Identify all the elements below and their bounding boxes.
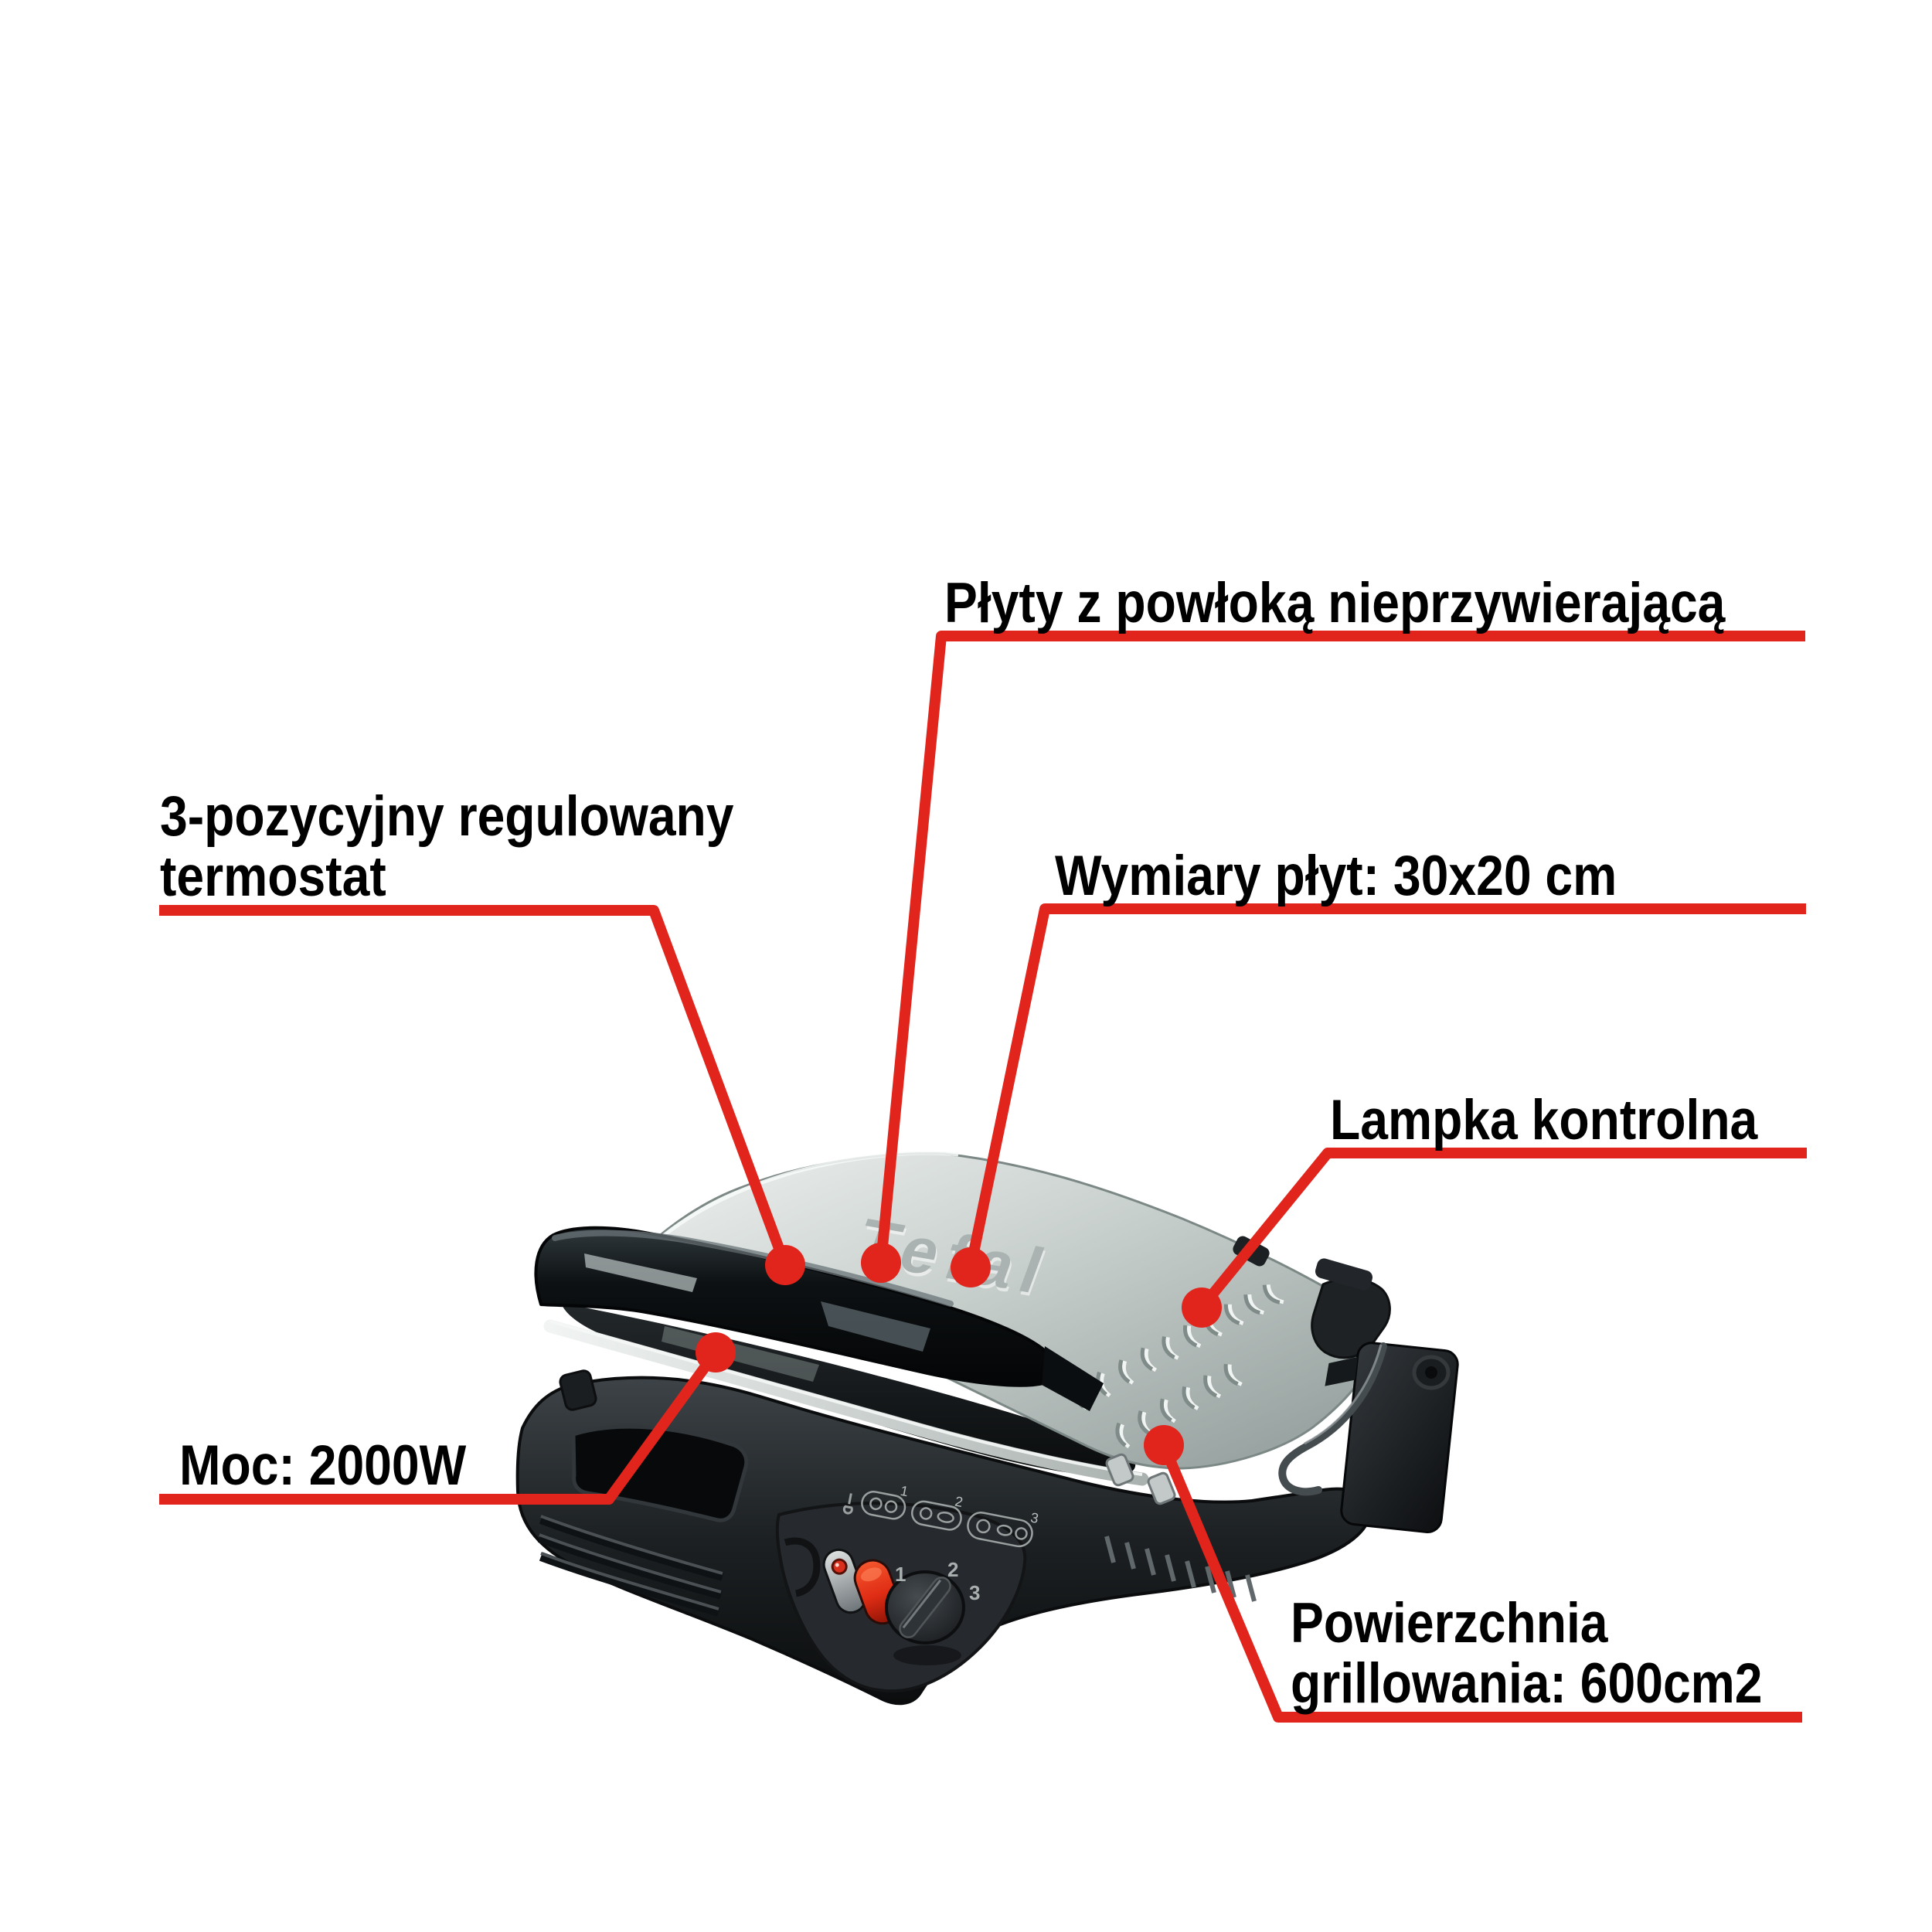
svg-text:1: 1 [899,1483,910,1500]
callout-label-nonstick-plates: Płyty z powłoką nieprzywierającą [944,573,1725,634]
callout-label-indicator-light: Lampka kontrolna [1330,1090,1757,1151]
latch-wire [1278,1342,1387,1496]
callout-line-nonstick-plates [876,631,1805,1264]
callout-dot-power [696,1332,736,1372]
lid-handle [534,1226,1104,1411]
svg-text:1: 1 [895,1563,906,1586]
control-panel: 1 2 3 1 2 3 [775,1483,1040,1693]
side-handle-box [1325,1342,1459,1533]
callout-text: Płyty z powłoką nieprzywierającą [944,572,1726,634]
lower-plate-rim [543,1319,1149,1486]
callout-text: termostat [160,845,386,908]
callout-dot-thermostat [765,1245,805,1285]
svg-text:2: 2 [947,1558,958,1581]
callout-text: grillowania: 600cm2 [1291,1652,1763,1715]
callout-line-grilling-area [1158,1443,1802,1723]
callout-line-thermostat [159,905,791,1267]
callout-line-indicator-light [1197,1148,1807,1311]
callout-label-power: Moc: 2000W [179,1436,466,1496]
callout-dot-grilling-area [1144,1425,1184,1465]
callout-line-power [159,1349,720,1505]
callout-lines [159,631,1807,1723]
plate-clips [559,1369,1176,1505]
callout-text: Powierzchnia [1291,1592,1608,1655]
callout-text: Wymiary płyt: 30x20 cm [1055,845,1617,907]
svg-text:3: 3 [1029,1510,1040,1527]
thermostat-scale: 1 2 3 [895,1558,980,1604]
indicator-light [822,1548,867,1614]
callout-dot-nonstick-plates [861,1243,901,1283]
callout-dot-plate-dimensions [951,1247,991,1287]
callout-text: Lampka kontrolna [1330,1089,1758,1151]
callout-label-grilling-area: Powierzchnia grillowania: 600cm2 [1291,1594,1763,1714]
program-icon-strip: 1 2 3 [842,1483,1040,1548]
thermostat-knob[interactable] [885,1570,965,1665]
callout-text: Moc: 2000W [179,1434,467,1497]
callout-label-plate-dimensions: Wymiary płyt: 30x20 cm [1055,846,1617,906]
callout-line-plate-dimensions [965,903,1806,1269]
svg-text:3: 3 [969,1581,980,1604]
callout-label-thermostat: 3-pozycyjny regulowany termostat [160,787,734,907]
callout-text: 3-pozycyjny regulowany [160,785,734,848]
hinge-and-lock [1278,1258,1459,1533]
callout-dots [696,1243,1222,1465]
svg-text:2: 2 [954,1494,964,1511]
callout-dot-indicator-light [1182,1287,1222,1328]
